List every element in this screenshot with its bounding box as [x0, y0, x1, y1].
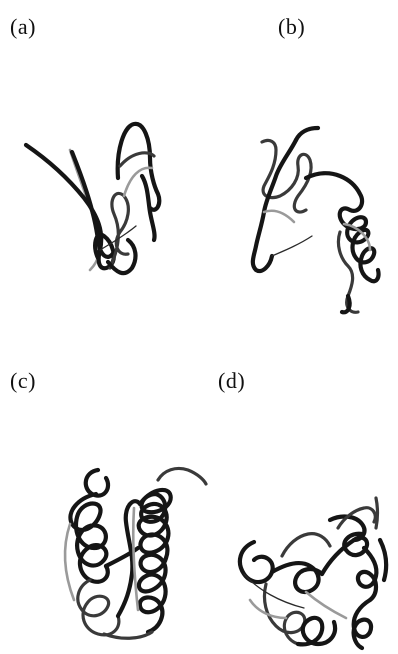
- protein-ribbon-b: [253, 128, 379, 312]
- protein-ribbon-c: [65, 468, 206, 638]
- protein-ribbon-a: [26, 124, 159, 273]
- protein-ribbon-d: [240, 498, 386, 648]
